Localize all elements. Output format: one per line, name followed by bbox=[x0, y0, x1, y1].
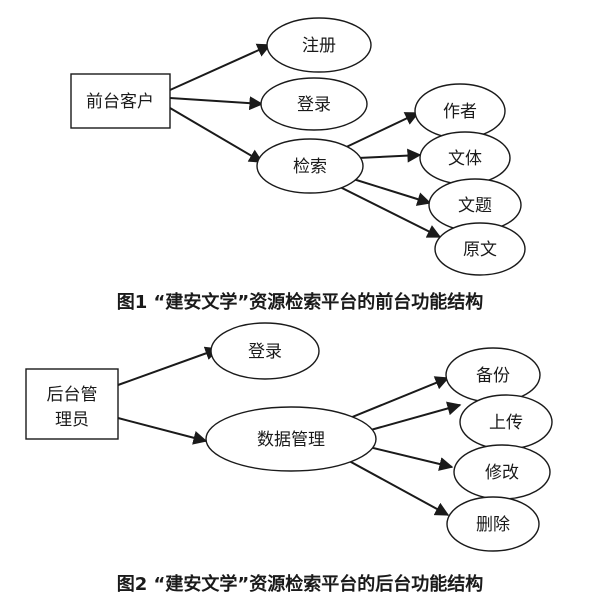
fig2-node-upload: 上传 bbox=[459, 394, 553, 450]
edge-admin-login bbox=[117, 346, 220, 386]
fig2-caption: 图2 “建安文学”资源检索平台的后台功能结构 bbox=[117, 573, 483, 595]
fig2-delete-label: 删除 bbox=[476, 515, 510, 535]
fig1-root-label: 前台客户 bbox=[86, 92, 154, 112]
edge-data-backup bbox=[339, 376, 450, 423]
edge-data-modify bbox=[364, 445, 454, 471]
edge-root-login bbox=[169, 96, 264, 111]
figure1: 前台客户 注册 登录 检索 作者 文体 文题 原文 bbox=[70, 17, 526, 313]
edge-admin-datamgmt bbox=[117, 417, 208, 445]
fig1-node-genre: 文体 bbox=[419, 131, 511, 185]
fig1-genre-label: 文体 bbox=[448, 149, 482, 169]
fig1-node-login: 登录 bbox=[260, 77, 368, 131]
fig2-node-datamgmt: 数据管理 bbox=[205, 406, 377, 472]
fig2-node-modify: 修改 bbox=[453, 444, 551, 500]
fig1-register-label: 注册 bbox=[302, 36, 336, 56]
fig2-upload-label: 上传 bbox=[489, 413, 523, 433]
fig2-node-delete: 删除 bbox=[446, 496, 540, 552]
fig2-modify-label: 修改 bbox=[485, 463, 519, 483]
fig1-node-author: 作者 bbox=[414, 83, 506, 139]
fig2-login-label: 登录 bbox=[248, 342, 282, 362]
fig1-original-label: 原文 bbox=[463, 240, 497, 260]
fig1-node-original: 原文 bbox=[434, 222, 526, 276]
fig2-node-login: 登录 bbox=[210, 322, 320, 380]
fig2-datamgmt-label: 数据管理 bbox=[257, 430, 325, 450]
edge-search-genre bbox=[357, 148, 422, 163]
fig2-root-node: 后台管 理员 bbox=[25, 368, 119, 440]
fig1-search-label: 检索 bbox=[293, 157, 327, 177]
fig2-node-backup: 备份 bbox=[445, 347, 541, 403]
fig2-root-label-line1: 后台管 bbox=[47, 385, 98, 405]
fig1-node-register: 注册 bbox=[266, 17, 372, 73]
fig1-root-node: 前台客户 bbox=[70, 73, 171, 129]
edge-search-title bbox=[349, 177, 432, 206]
edge-root-search bbox=[169, 107, 264, 163]
edge-data-upload bbox=[359, 401, 462, 434]
fig1-node-title: 文题 bbox=[428, 178, 522, 232]
fig1-title-label: 文题 bbox=[458, 196, 492, 216]
edge-root-register bbox=[169, 43, 272, 91]
fig2-root-label-line2: 理员 bbox=[55, 410, 89, 430]
edge-data-delete bbox=[339, 455, 450, 516]
edge-search-original bbox=[337, 185, 442, 238]
fig1-node-search: 检索 bbox=[256, 138, 364, 194]
fig1-caption: 图1 “建安文学”资源检索平台的前台功能结构 bbox=[117, 291, 483, 313]
fig1-author-label: 作者 bbox=[443, 102, 477, 122]
figure2: 后台管 理员 登录 数据管理 备份 上传 修改 删除 图2 “建安文 bbox=[25, 322, 553, 595]
fig1-login-label: 登录 bbox=[297, 95, 331, 115]
edge-search-author bbox=[339, 112, 420, 151]
fig2-backup-label: 备份 bbox=[476, 366, 510, 386]
